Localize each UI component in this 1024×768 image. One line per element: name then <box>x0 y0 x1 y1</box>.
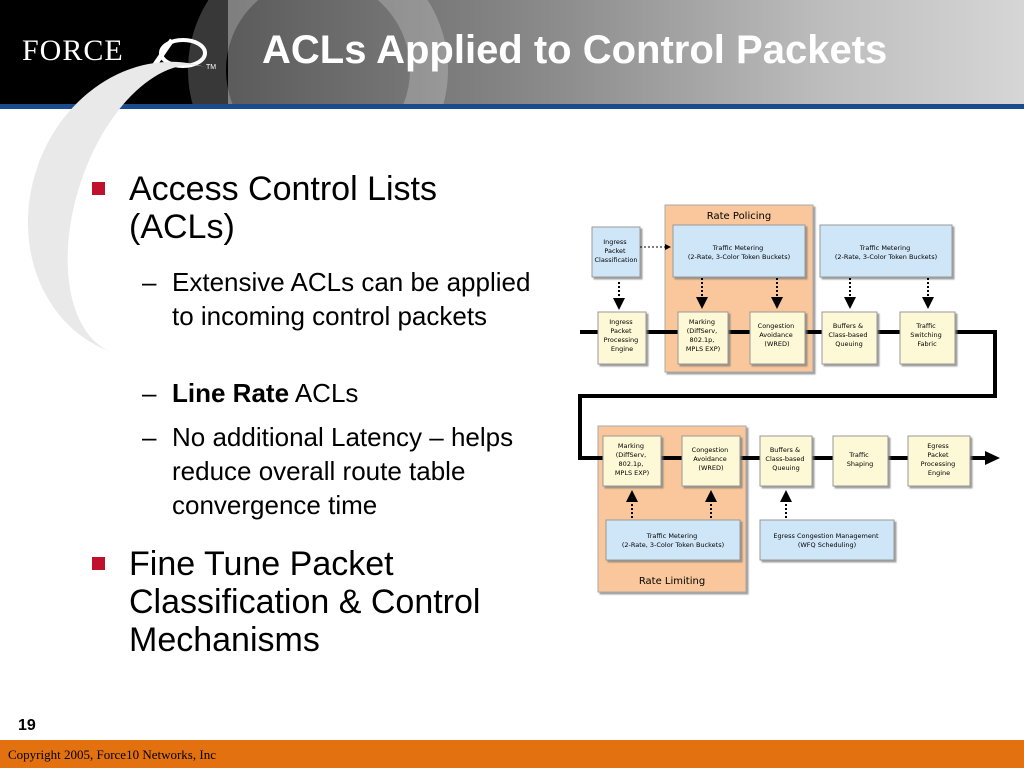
footer-bar: Copyright 2005, Force10 Networks, Inc <box>0 740 1024 768</box>
svg-text:Egress Packet Proc: Egress Packet Processing Engine <box>921 442 958 477</box>
bullet-text: Access Control Lists (ACLs) <box>129 170 437 246</box>
logo-text: FORCE <box>22 34 124 67</box>
traffic-shaping-box: Traffic Shaping <box>832 435 889 487</box>
bullet-square-icon <box>92 557 105 570</box>
marking-policing-box: Marking (DiffServ, 802.1p, MPLS EXP) <box>677 311 729 365</box>
bullet-fine-tune: Fine Tune Packet Classification & Contro… <box>92 545 529 659</box>
svg-text:Traffic Shaping: Traffic Shaping <box>847 451 873 468</box>
line-rate-bold: Line Rate <box>172 378 290 408</box>
traffic-metering-limiting-box: Traffic Metering (2-Rate, 3-Color Token … <box>605 519 741 561</box>
svg-text:Traffic Metering (2-Rate: Traffic Metering (2-Rate, 3-Color Token … <box>688 244 790 261</box>
switching-fabric-box: Traffic Switching Fabric <box>899 311 956 365</box>
bullet-acls: Access Control Lists (ACLs) <box>92 170 549 246</box>
sub-bullet-text: No additional Latency – helps reduce ove… <box>172 422 514 520</box>
header-rule <box>0 104 1024 109</box>
svg-text:Ingress Packet Cla: Ingress Packet Classification <box>594 238 637 264</box>
svg-text:Marking (DiffServ,: Marking (DiffServ, 802.1p, MPLS EXP) <box>615 442 649 477</box>
svg-text:Buffers & Class-based: Buffers & Class-based Queuing <box>828 322 869 348</box>
marking-limiting-box: Marking (DiffServ, 802.1p, MPLS EXP) <box>602 435 662 487</box>
svg-text:Marking (DiffServ,: Marking (DiffServ, 802.1p, MPLS EXP) <box>686 318 720 353</box>
svg-text:Traffic Metering (2-Rate: Traffic Metering (2-Rate, 3-Color Token … <box>835 244 937 261</box>
egress-engine-box: Egress Packet Processing Engine <box>907 435 971 487</box>
sub-bullet-text: Extensive ACLs can be applied to incomin… <box>172 267 531 331</box>
sub-bullet-extensive: – Extensive ACLs can be applied to incom… <box>142 265 537 333</box>
svg-text:Ingress Packet Pro: Ingress Packet Processing Engine <box>604 318 641 353</box>
svg-text:Congestion Avoidance: Congestion Avoidance (WRED) <box>692 446 731 472</box>
egress-congestion-management-box: Egress Congestion Management (WFQ Schedu… <box>759 519 895 561</box>
copyright-text: Copyright 2005, Force10 Networks, Inc <box>8 747 216 762</box>
ingress-classification-box: Ingress Packet Classification <box>591 226 641 278</box>
traffic-metering-right-box: Traffic Metering (2-Rate, 3-Color Token … <box>819 224 953 278</box>
buffers-queuing-box: Buffers & Class-based Queuing <box>821 311 878 365</box>
traffic-metering-policing-box: Traffic Metering (2-Rate, 3-Color Token … <box>672 224 806 278</box>
diagram-svg: Rate Policing Rate Limiting Ingress Pack… <box>578 204 1000 593</box>
congestion-avoidance-policing-box: Congestion Avoidance (WRED) <box>749 311 806 365</box>
rate-policing-label: Rate Policing <box>707 211 771 222</box>
bullet-text: Fine Tune Packet Classification & Contro… <box>129 545 481 659</box>
svg-text:Egress Congestion Management: Egress Congestion Management (WFQ Schedu… <box>773 532 880 549</box>
line-rate-rest: ACLs <box>289 378 359 408</box>
packet-flow-diagram: Rate Policing Rate Limiting Ingress Pack… <box>560 200 1010 600</box>
rate-limiting-label: Rate Limiting <box>639 576 705 587</box>
svg-text:Congestion Avoidance: Congestion Avoidance (WRED) <box>758 322 797 348</box>
page-title: ACLs Applied to Control Packets <box>262 28 888 72</box>
page-number: 19 <box>18 717 36 734</box>
sub-bullet-latency: – No additional Latency – helps reduce o… <box>142 420 537 522</box>
svg-text:Traffic Switching: Traffic Switching Fabric <box>910 322 944 348</box>
congestion-avoidance-limiting-box: Congestion Avoidance (WRED) <box>681 435 741 487</box>
bullet-square-icon <box>92 182 105 195</box>
buffers-queuing-egress-box: Buffers & Class-based Queuing <box>759 435 813 487</box>
sub-bullet-line-rate: – Line Rate ACLs <box>142 378 359 408</box>
svg-text:Traffic Metering (2-Rate: Traffic Metering (2-Rate, 3-Color Token … <box>622 532 724 549</box>
svg-text:Buffers & Class-based: Buffers & Class-based Queuing <box>765 446 806 472</box>
ingress-engine-box: Ingress Packet Processing Engine <box>597 311 647 365</box>
flow-arrow-icon <box>985 451 1000 465</box>
